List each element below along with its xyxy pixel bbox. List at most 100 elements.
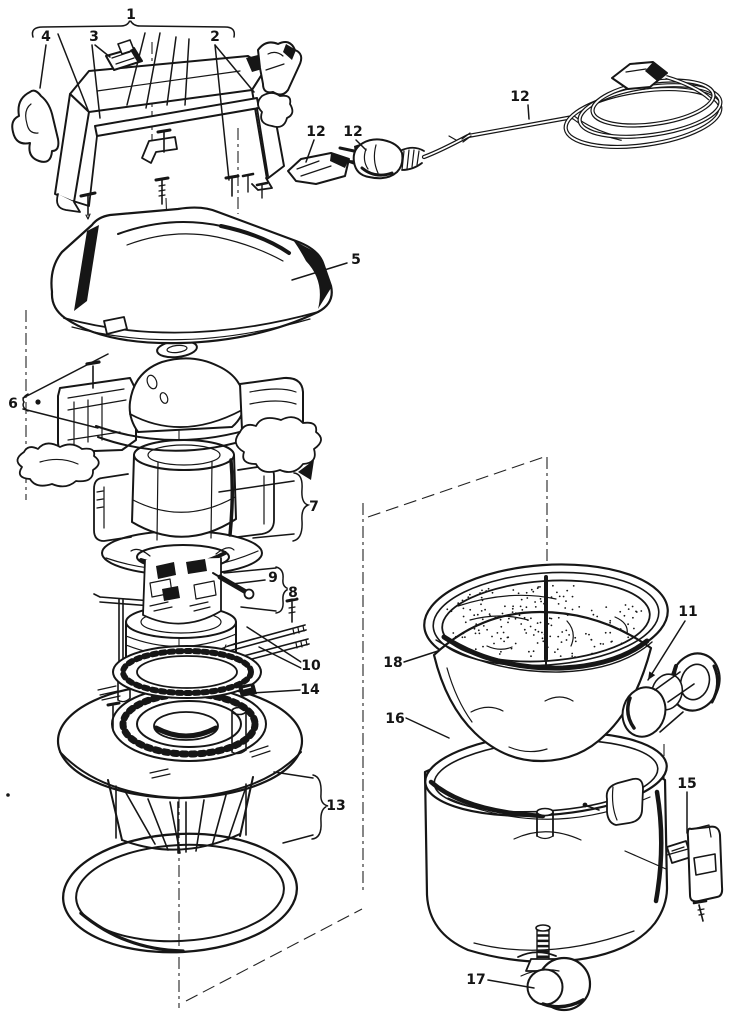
part-callout-13-14: 13 bbox=[326, 798, 345, 814]
part-callout-18-15: 18 bbox=[383, 655, 402, 671]
callout-brackets bbox=[22, 18, 329, 840]
float-bowl bbox=[423, 563, 669, 763]
leader-line-1 bbox=[166, 36, 177, 106]
stray-mark bbox=[6, 793, 10, 797]
leader-line-11 bbox=[647, 620, 686, 681]
leader-line-7 bbox=[218, 480, 295, 493]
part-callout-14-13: 14 bbox=[300, 682, 320, 698]
leader-line-13 bbox=[273, 771, 314, 779]
small-screw bbox=[285, 597, 299, 623]
base-post-right bbox=[231, 706, 247, 755]
part-callout-8-11: 8 bbox=[288, 585, 298, 601]
motor bbox=[93, 439, 275, 542]
inlet-fitting bbox=[621, 652, 721, 738]
cord-connector-piece bbox=[287, 152, 358, 185]
leader-line-7 bbox=[252, 533, 295, 539]
base-housing bbox=[56, 661, 304, 854]
part-callout-10-12: 10 bbox=[301, 658, 321, 674]
leader-line-6 bbox=[22, 408, 99, 429]
part-callout-3-2: 3 bbox=[89, 29, 99, 45]
callout-13-bracket bbox=[311, 774, 329, 840]
leader-line-13 bbox=[282, 834, 314, 844]
baffle-dome bbox=[128, 357, 246, 433]
part-callout-1-0: 1 bbox=[126, 7, 136, 23]
part-callout-12-6: 12 bbox=[510, 89, 529, 105]
leader-line-9 bbox=[231, 579, 266, 585]
leader-line-16 bbox=[405, 717, 450, 739]
leader-line-8 bbox=[223, 567, 277, 574]
index-dot bbox=[35, 399, 41, 405]
leader-line-10 bbox=[246, 626, 302, 663]
part-callout-17-19: 17 bbox=[466, 972, 485, 988]
part-callout-12-5: 12 bbox=[343, 124, 362, 140]
cord-line bbox=[421, 114, 576, 160]
motor-bracket-right bbox=[237, 465, 275, 538]
leader-line-8 bbox=[240, 606, 277, 612]
tank-deflector bbox=[605, 777, 644, 826]
bowl-cone bbox=[432, 610, 653, 763]
cord-end-connector bbox=[611, 61, 668, 90]
latch-screw bbox=[692, 899, 708, 922]
leader-line-17 bbox=[487, 979, 535, 989]
part-callout-4-1: 4 bbox=[41, 29, 51, 45]
foam-seal-left bbox=[16, 442, 100, 488]
motor-bracket-left bbox=[93, 473, 132, 542]
toothed-ring bbox=[112, 645, 262, 699]
part-callout-9-10: 9 bbox=[268, 570, 278, 586]
part-callout-7-9: 7 bbox=[309, 499, 319, 515]
leader-line-4 bbox=[57, 33, 89, 111]
base-fins bbox=[107, 776, 254, 854]
part-callout-2-3: 2 bbox=[210, 29, 220, 45]
callout-1-bracket bbox=[31, 18, 236, 38]
leader-line-2 bbox=[214, 44, 255, 93]
power-plug bbox=[338, 138, 425, 180]
latch bbox=[666, 824, 724, 922]
leader-line-1 bbox=[145, 32, 161, 109]
part-callout-5-7: 5 bbox=[351, 252, 361, 268]
leader-arrow-11 bbox=[648, 671, 656, 680]
callout-7-bracket bbox=[292, 472, 311, 542]
dome-tab bbox=[103, 316, 128, 335]
leader-line-12 bbox=[527, 104, 530, 120]
dome-cover bbox=[50, 206, 333, 345]
cord-hook-left bbox=[11, 89, 60, 163]
cord-hook-right bbox=[257, 41, 303, 128]
handle-screws bbox=[79, 128, 269, 220]
leader-line-1 bbox=[184, 38, 190, 106]
part-callout-12-4: 12 bbox=[306, 124, 325, 140]
tank-screw bbox=[582, 802, 600, 811]
leader-line-1 bbox=[126, 32, 146, 106]
power-cord-assembly bbox=[287, 61, 723, 185]
base-gasket-ring bbox=[61, 832, 299, 954]
base-screw bbox=[106, 701, 121, 731]
leader-line-5 bbox=[291, 262, 348, 281]
leader-line-14 bbox=[251, 689, 301, 694]
baffle-assembly bbox=[16, 357, 322, 488]
leader-line-2 bbox=[214, 44, 230, 181]
leader-line-3 bbox=[94, 44, 111, 58]
leader-line-4 bbox=[39, 44, 47, 89]
handle-assembly bbox=[11, 39, 303, 220]
bowl-wrinkles bbox=[446, 594, 628, 753]
flange-slots bbox=[97, 685, 271, 779]
leader-line-12 bbox=[305, 139, 315, 163]
leader-line-12 bbox=[355, 139, 367, 151]
leader-line-10 bbox=[258, 646, 302, 669]
leader-line-3 bbox=[91, 44, 101, 119]
leader-line-18 bbox=[403, 650, 439, 663]
leader-line-6 bbox=[22, 353, 109, 399]
part-callout-11-17: 11 bbox=[678, 604, 697, 620]
part-callout-6-8: 6 bbox=[8, 396, 18, 412]
switch bbox=[105, 39, 143, 71]
mount-bracket bbox=[141, 136, 178, 164]
foam-seal-right bbox=[234, 416, 322, 473]
tank-stub bbox=[536, 807, 554, 840]
latch-leader-line bbox=[624, 850, 667, 870]
caster bbox=[520, 924, 592, 1012]
latch-body bbox=[686, 825, 724, 903]
part-callout-16-16: 16 bbox=[385, 711, 404, 727]
bowl-stipple bbox=[446, 584, 643, 658]
